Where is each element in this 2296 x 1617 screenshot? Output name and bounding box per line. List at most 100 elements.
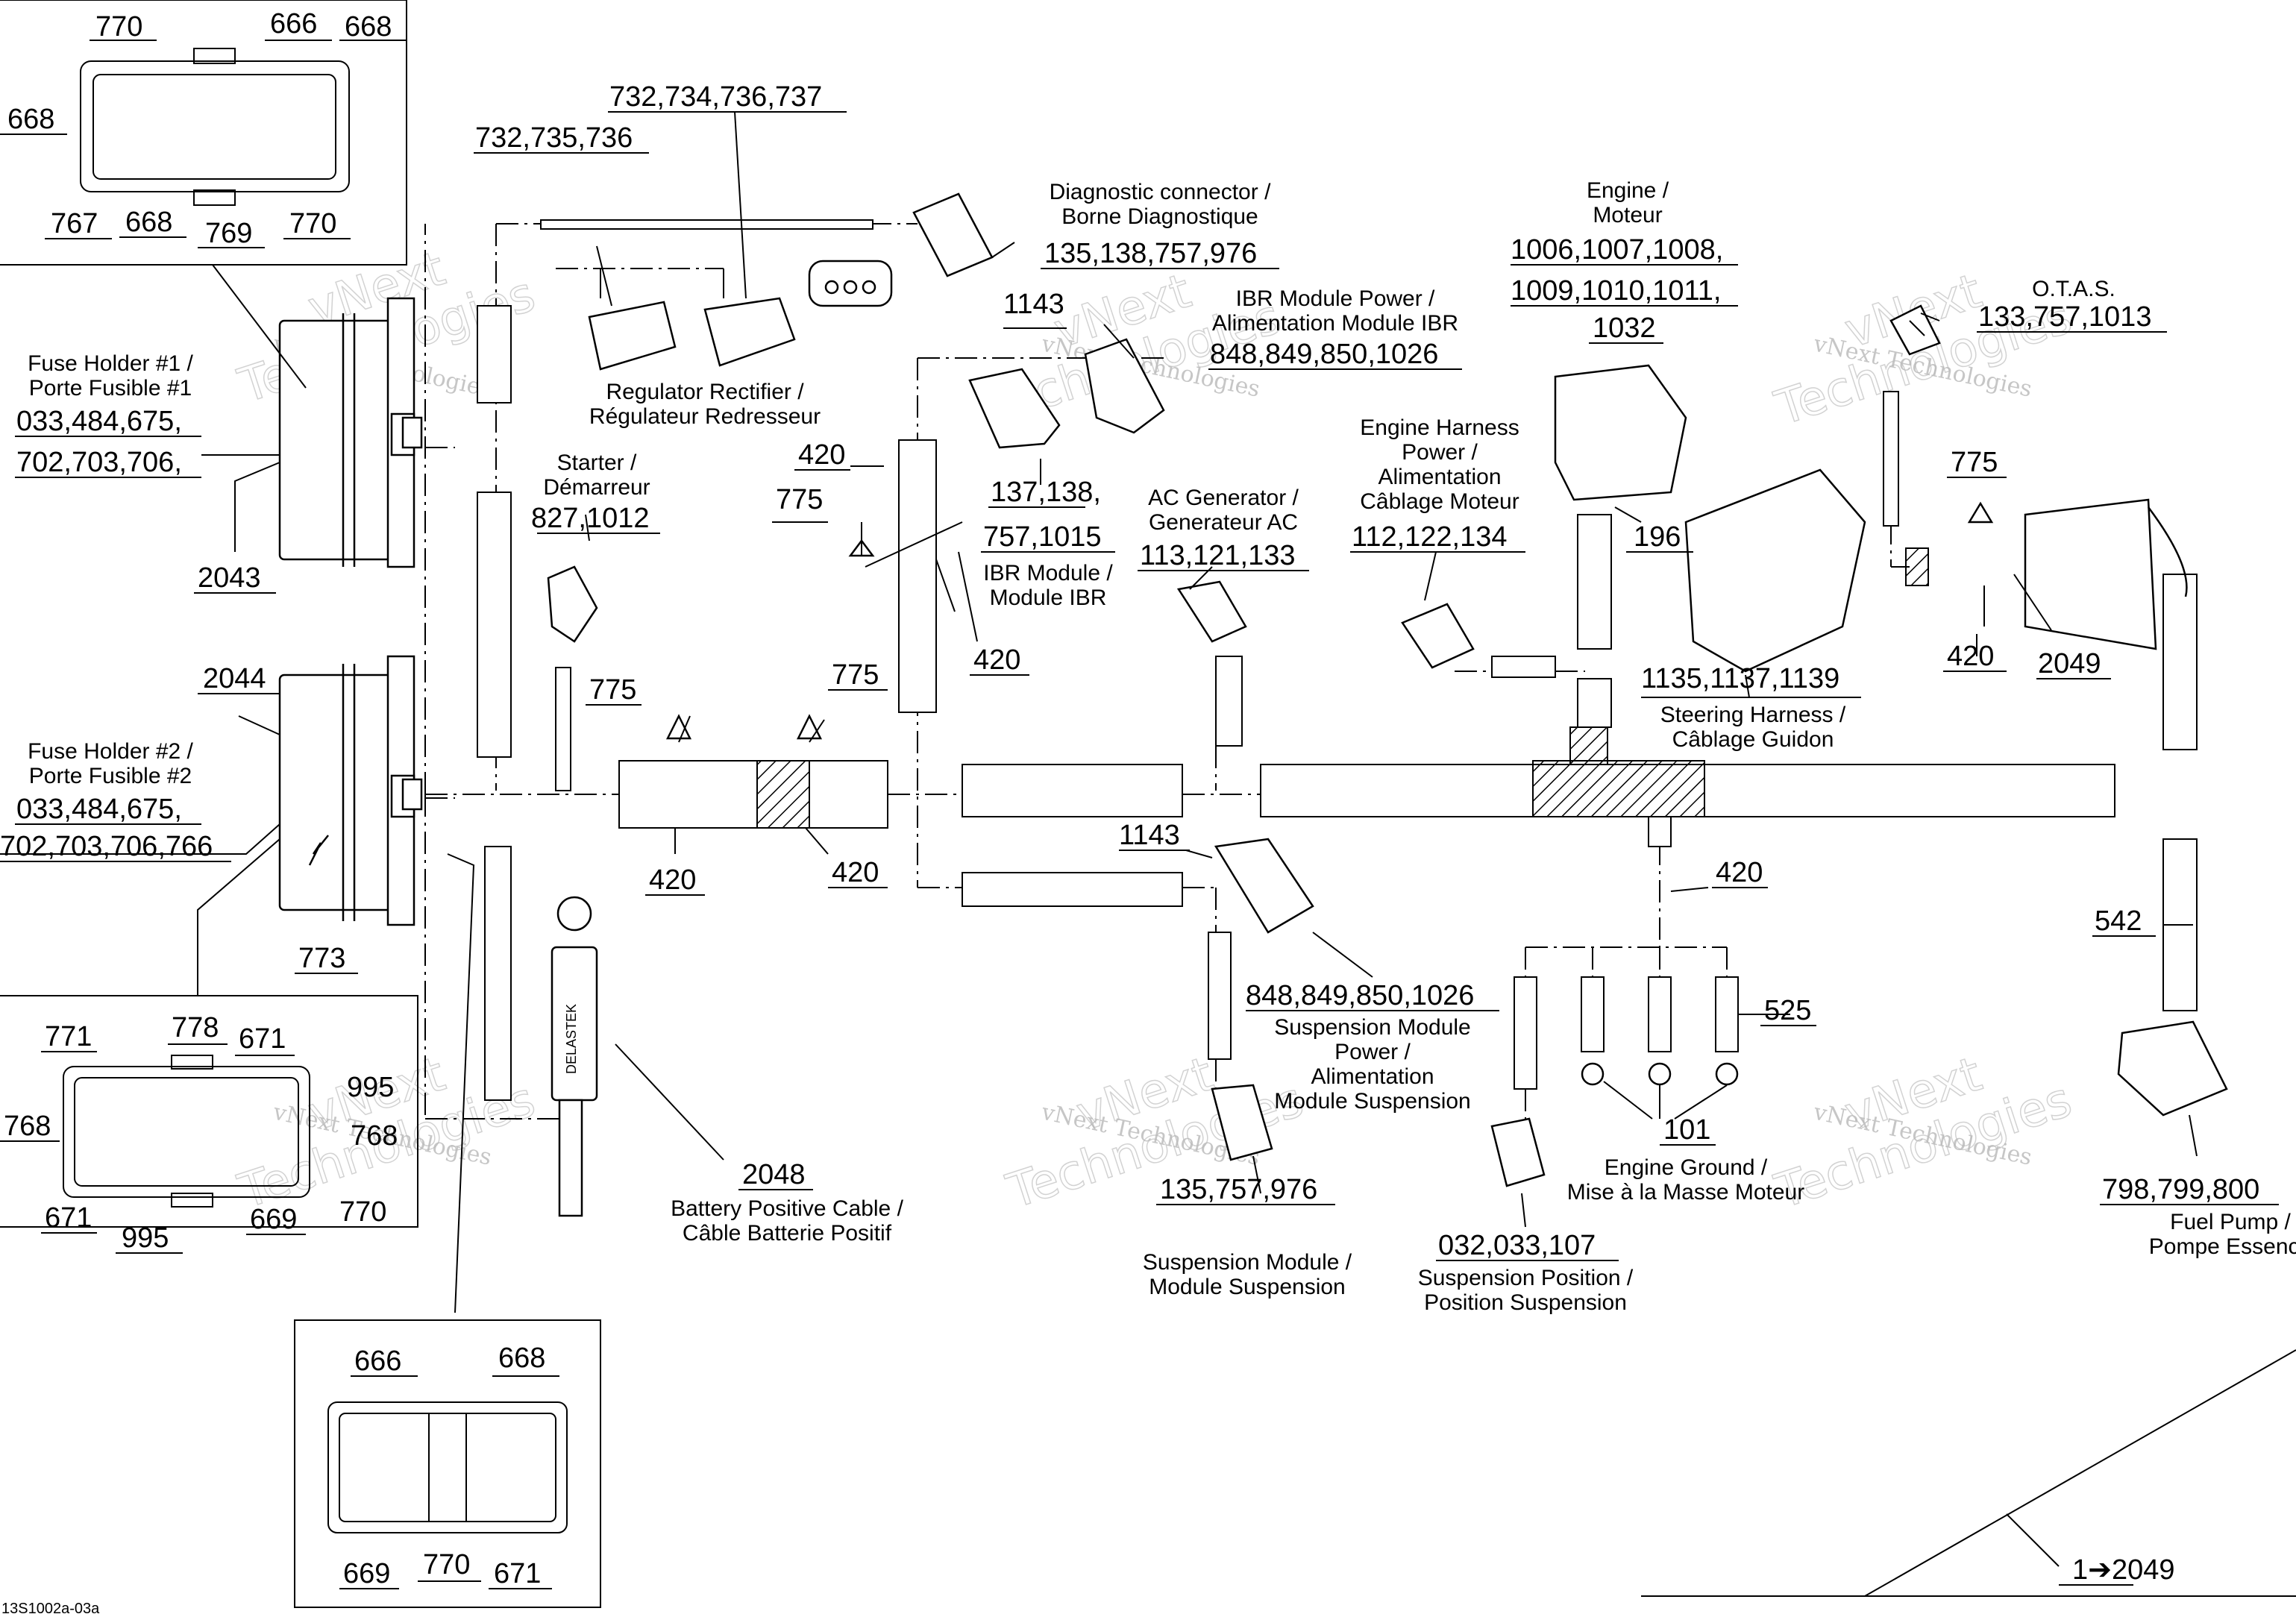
label: Alimentation: [1311, 1064, 1434, 1089]
ibr-module: [968, 368, 1061, 449]
harness-segments: [477, 219, 2198, 1101]
callout: 732,735,736: [475, 122, 633, 154]
arrow-right-icon: ➔: [2088, 1554, 2112, 1586]
component-shapes: [547, 192, 2228, 1217]
callout: 671: [239, 1023, 286, 1055]
callout: 666: [354, 1346, 401, 1377]
callout: 113,121,133: [1140, 540, 1296, 571]
label: Engine /: [1587, 178, 1669, 203]
label: Fuse Holder #2 /: [28, 739, 193, 764]
callout: 671: [45, 1202, 92, 1234]
label: Generateur AC: [1149, 510, 1298, 535]
callout: 542: [2095, 905, 2142, 937]
label: IBR Module /: [983, 561, 1113, 585]
callout: 702,703,706,766: [0, 831, 213, 862]
detail-frame-top-left: [0, 0, 407, 266]
label: AC Generator /: [1148, 486, 1299, 510]
label: O.T.A.S.: [2032, 277, 2115, 301]
label: Porte Fusible #2: [29, 764, 192, 788]
callout: 995: [347, 1072, 394, 1103]
callout: 666: [270, 8, 317, 40]
label: Power /: [1334, 1040, 1411, 1064]
callout: 995: [122, 1222, 169, 1254]
callout: 768: [351, 1120, 398, 1152]
fuse-holder-2: [278, 655, 423, 926]
starter-connector: [547, 565, 598, 643]
label: Démarreur: [543, 475, 650, 500]
label: Battery Positive Cable /: [671, 1196, 903, 1221]
label: Module Suspension: [1149, 1275, 1346, 1299]
label: Position Suspension: [1424, 1290, 1627, 1315]
callout: 2044: [203, 663, 266, 694]
label: IBR Module Power /: [1236, 286, 1435, 311]
callout: 420: [1716, 857, 1763, 888]
callout: 848,849,850,1026: [1246, 980, 1474, 1011]
callout: 101: [1663, 1114, 1710, 1146]
drawing-code: 13S1002a-03a: [1, 1601, 100, 1617]
label: Starter /: [557, 450, 637, 475]
callout: 032,033,107: [1438, 1230, 1596, 1261]
callout: 196: [1634, 521, 1681, 553]
leader-lines: [0, 111, 2296, 1597]
callout: 1135,1137,1139: [1641, 663, 1839, 694]
callout: 1143: [1119, 820, 1180, 851]
callout: 848,849,850,1026: [1210, 339, 1438, 370]
engine-harness-power-connector: [1401, 603, 1475, 669]
callout: 702,703,706,: [16, 447, 182, 478]
label: Pompe Essence: [2149, 1234, 2296, 1259]
callout-underlines: [0, 40, 2279, 1589]
label: Alimentation Module IBR: [1212, 311, 1458, 336]
callout: 769: [205, 218, 252, 249]
suspension-position-connector: [1490, 1117, 1546, 1187]
callout: 1143: [1003, 289, 1064, 320]
label: Module IBR: [990, 585, 1107, 610]
callout: 135,138,757,976: [1044, 238, 1257, 269]
callout: 420: [1947, 641, 1994, 672]
label: Fuse Holder #1 /: [28, 351, 193, 376]
callout: 775: [1951, 447, 1998, 478]
callout: 525: [1764, 995, 1811, 1026]
callout: 133,757,1013: [1978, 301, 2151, 333]
callout: 420: [832, 857, 879, 888]
label: Steering Harness /: [1660, 703, 1846, 727]
label: Regulator Rectifier /: [606, 380, 804, 404]
detail-frame-bottom: [294, 1319, 601, 1608]
callout: 420: [649, 864, 696, 896]
label: Câblage Guidon: [1672, 727, 1834, 752]
callout: 668: [345, 11, 392, 43]
callout: 775: [776, 484, 823, 515]
regulator-connector-1: [588, 301, 677, 371]
callout: 778: [172, 1012, 219, 1043]
fuel-pump: [2117, 1020, 2228, 1117]
label: Engine Harness: [1360, 415, 1519, 440]
callout: 033,484,675,: [16, 794, 182, 825]
callout: 771: [45, 1021, 92, 1052]
boot: [2024, 498, 2157, 650]
label: Moteur: [1593, 203, 1662, 227]
callout: 137,138,: [991, 477, 1101, 508]
callout: 420: [973, 644, 1020, 676]
callout: 2049: [2038, 648, 2101, 679]
label: Suspension Position /: [1418, 1266, 1634, 1290]
callout: 767: [51, 208, 98, 239]
label: Câble Batterie Positif: [683, 1221, 892, 1246]
callout: 773: [298, 943, 345, 974]
callout: 033,484,675,: [16, 406, 182, 437]
label: Power /: [1402, 440, 1478, 465]
callout: 770: [339, 1196, 386, 1228]
label: Engine Ground /: [1605, 1155, 1768, 1180]
callout: 732,734,736,737: [609, 81, 822, 113]
callout: 668: [498, 1343, 545, 1374]
otas-connector: [1889, 304, 1941, 356]
callout: 757,1015: [983, 521, 1102, 553]
regulator-connector-2: [703, 297, 796, 367]
label: Borne Diagnostique: [1061, 204, 1258, 229]
callout-numbers: 770 666 668 668 767 668 769 770 2043 204…: [0, 8, 2259, 1589]
label: Régulateur Redresseur: [589, 404, 821, 429]
callout: 1032: [1593, 313, 1656, 344]
steering-harness-connector: [1684, 468, 1866, 673]
callout: 669: [250, 1204, 297, 1235]
callout: 112,122,134: [1352, 521, 1508, 553]
diagnostic-connector: [912, 192, 994, 277]
